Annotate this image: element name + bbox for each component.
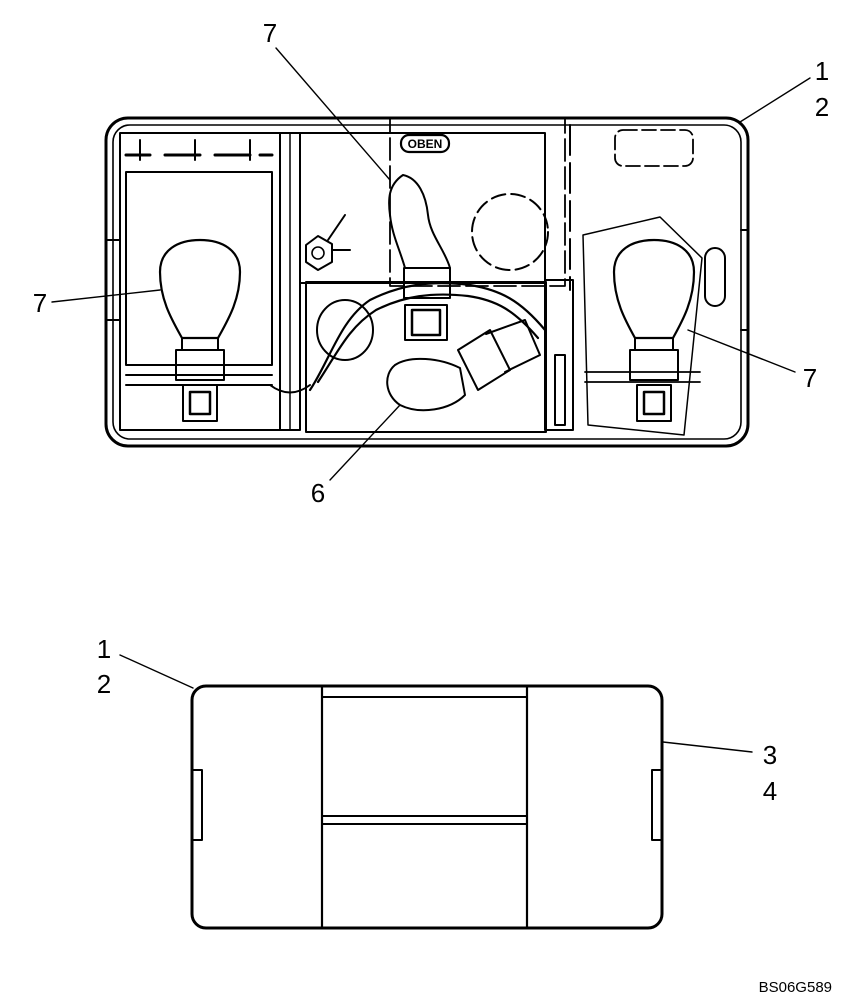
center-circular-cutout bbox=[471, 193, 549, 271]
hex-nut bbox=[305, 235, 333, 271]
callout-7-top: 7 bbox=[263, 18, 277, 48]
callout-7-left: 7 bbox=[33, 288, 47, 318]
callout-2-top: 2 bbox=[815, 92, 829, 122]
callout-4: 4 bbox=[763, 776, 777, 806]
bottom-leader-lines bbox=[119, 654, 753, 753]
right-slot-vertical bbox=[704, 247, 726, 307]
bulb-6 bbox=[386, 357, 466, 412]
right-slot-upper bbox=[614, 129, 694, 167]
oben-emboss-frame bbox=[399, 133, 451, 154]
center-bulb-assembly bbox=[308, 174, 547, 412]
right-bulb-compartment bbox=[582, 129, 749, 436]
center-compartment: OBEN bbox=[299, 117, 566, 433]
right-divider bbox=[544, 124, 574, 431]
lens-outer bbox=[190, 684, 664, 930]
left-divider bbox=[269, 132, 311, 431]
top-leader-lines bbox=[51, 47, 811, 481]
callout-2-bottom: 2 bbox=[97, 669, 111, 699]
right-bulb bbox=[584, 238, 701, 422]
callout-6: 6 bbox=[311, 478, 325, 508]
oben-emboss-text: OBEN bbox=[408, 137, 443, 151]
reflector-outline bbox=[582, 216, 703, 436]
callout-1-top: 1 bbox=[815, 56, 829, 86]
wire-grommet bbox=[316, 299, 374, 361]
callout-1-bottom: 1 bbox=[97, 634, 111, 664]
callout-3: 3 bbox=[763, 740, 777, 770]
lamp-lens-closed-view: 1 2 3 4 bbox=[97, 634, 777, 930]
lamp-housing-open-view: OBEN bbox=[33, 18, 829, 508]
lens-right-tab bbox=[651, 769, 663, 841]
lens-left-tab bbox=[191, 769, 203, 841]
figure-id: BS06G589 bbox=[759, 979, 832, 996]
left-bulb bbox=[158, 238, 242, 422]
callout-7-right: 7 bbox=[803, 363, 817, 393]
housing-inner-rim bbox=[112, 124, 742, 440]
